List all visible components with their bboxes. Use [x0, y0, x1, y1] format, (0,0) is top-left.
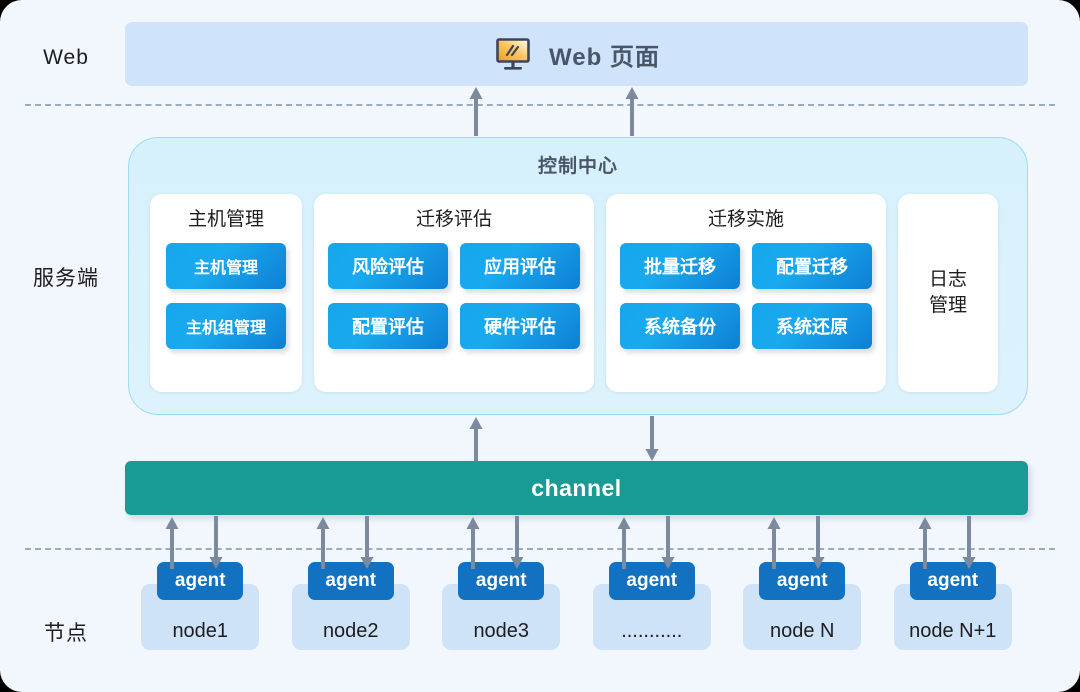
node-cell[interactable]: agent node2 [291, 562, 410, 650]
arrow-cc-to-channel-down [645, 416, 659, 461]
arrow-node-to-channel-up [466, 517, 480, 569]
row-label-web: Web [43, 46, 89, 69]
node-name-label: node1 [172, 620, 229, 642]
node-name-label: ........... [621, 620, 683, 642]
arrow-node-to-channel-up [918, 517, 932, 569]
monitor-icon [493, 34, 533, 74]
group-title: 主机管理 [187, 209, 264, 230]
item-button-risk-assessment[interactable]: 风险评估 [328, 243, 448, 289]
group-title: 迁移实施 [707, 209, 784, 230]
arrow-channel-to-node-down [360, 516, 374, 569]
channel-bar: channel [125, 461, 1028, 515]
divider-server-node [25, 548, 1055, 550]
row-label-node: 节点 [44, 622, 88, 645]
arrow-channel-to-node-down [661, 516, 675, 569]
arrow-channel-to-node-down [510, 516, 524, 569]
group-title: 迁移评估 [415, 209, 492, 230]
divider-web-server [25, 104, 1055, 106]
arrow-channel-to-cc-up [469, 417, 483, 461]
group-item-grid: 批量迁移 配置迁移 系统备份 系统还原 [620, 243, 872, 349]
group-card-log-management[interactable]: 日志管理 [898, 194, 998, 392]
item-button-system-backup[interactable]: 系统备份 [620, 303, 740, 349]
agent-badge[interactable]: agent [909, 562, 996, 600]
row-label-server: 服务端 [33, 267, 99, 290]
agent-badge[interactable]: agent [307, 562, 394, 600]
item-button-configuration-migration[interactable]: 配置迁移 [752, 243, 872, 289]
node-cell[interactable]: agent........... [592, 562, 711, 650]
group-card-migration-implementation: 迁移实施 批量迁移 配置迁移 系统备份 系统还原 [606, 194, 886, 392]
arrow-node-to-channel-up [767, 517, 781, 569]
item-button-batch-migration[interactable]: 批量迁移 [620, 243, 740, 289]
item-button-host-management[interactable]: 主机管理 [166, 243, 286, 289]
arrow-node-to-channel-up [617, 517, 631, 569]
channel-label: channel [531, 474, 622, 501]
control-center-panel: 控制中心 主机管理 主机管理 主机组管理 迁移评估 风险评估 应用评估 配置评估… [128, 137, 1028, 415]
control-center-groups: 主机管理 主机管理 主机组管理 迁移评估 风险评估 应用评估 配置评估 硬件评估… [150, 194, 1006, 392]
arrow-node-to-channel-up [165, 517, 179, 569]
log-management-label: 日志管理 [928, 269, 967, 316]
item-button-system-restore[interactable]: 系统还原 [752, 303, 872, 349]
item-button-host-group-management[interactable]: 主机组管理 [166, 303, 286, 349]
group-item-grid: 主机管理 主机组管理 [166, 243, 286, 349]
item-button-configuration-assessment[interactable]: 配置评估 [328, 303, 448, 349]
group-card-host-management: 主机管理 主机管理 主机组管理 [150, 194, 302, 392]
web-page-title: Web 页面 [549, 43, 660, 71]
group-item-grid: 风险评估 应用评估 配置评估 硬件评估 [328, 243, 580, 349]
control-center-title: 控制中心 [537, 156, 618, 177]
web-layer-bar: Web 页面 [125, 22, 1028, 86]
arrow-node-to-channel-up [316, 517, 330, 569]
node-name-label: node2 [322, 620, 379, 642]
agent-badge[interactable]: agent [608, 562, 695, 600]
arrow-cc-to-web-left [469, 87, 483, 136]
arrow-channel-to-node-down [811, 516, 825, 569]
arrow-channel-to-node-down [209, 516, 223, 569]
arrow-cc-to-web-right [625, 87, 639, 136]
item-button-application-assessment[interactable]: 应用评估 [460, 243, 580, 289]
arrow-channel-to-node-down [962, 516, 976, 569]
group-card-migration-assessment: 迁移评估 风险评估 应用评估 配置评估 硬件评估 [314, 194, 594, 392]
item-button-hardware-assessment[interactable]: 硬件评估 [460, 303, 580, 349]
node-name-label: node N+1 [909, 620, 997, 642]
node-cell[interactable]: agent node N+1 [893, 562, 1012, 650]
node-name-label: node N [770, 620, 835, 642]
node-name-label: node3 [473, 620, 530, 642]
